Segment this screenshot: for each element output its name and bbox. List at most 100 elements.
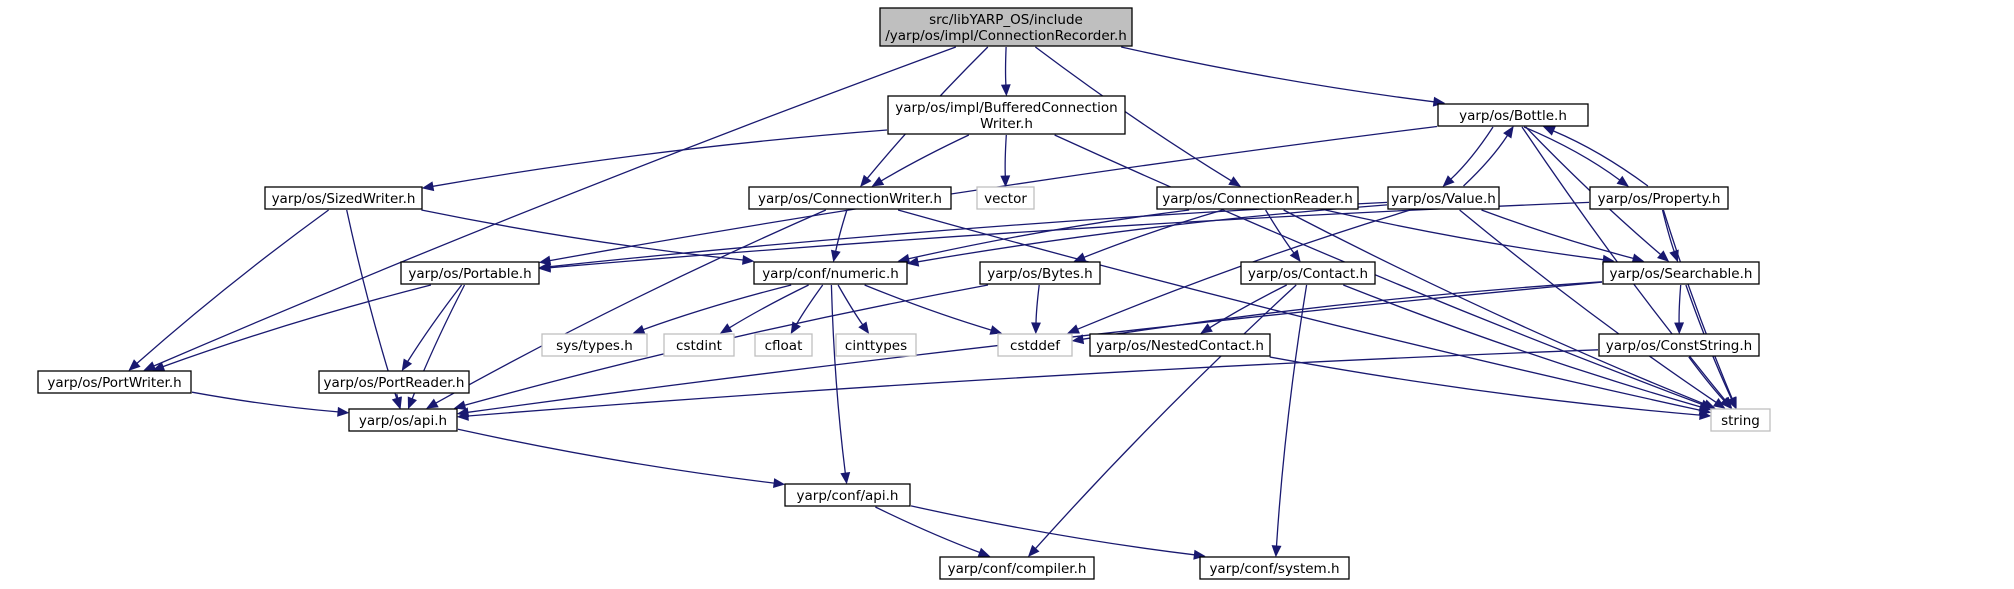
edge-portable-to-portreader xyxy=(401,284,463,372)
node-label: cfloat xyxy=(765,338,803,354)
node-numeric[interactable]: yarp/conf/numeric.h xyxy=(753,261,908,285)
node-root[interactable]: src/libYARP_OS/include/yarp/os/impl/Conn… xyxy=(879,7,1133,47)
node-string: string xyxy=(1710,408,1771,432)
node-vector: vector xyxy=(976,186,1035,210)
node-label: yarp/os/Bytes.h xyxy=(987,266,1093,282)
node-label: yarp/os/api.h xyxy=(359,413,447,429)
edge-searchable-to-conststring xyxy=(1674,284,1685,335)
node-connreader[interactable]: yarp/os/ConnectionReader.h xyxy=(1156,186,1359,210)
edge-connreader-to-string xyxy=(1283,209,1716,409)
node-label: yarp/os/PortWriter.h xyxy=(47,375,181,391)
edge-contact-to-nested xyxy=(1200,284,1287,334)
edge-bottle-to-property xyxy=(1523,126,1629,187)
node-label: cstddef xyxy=(1010,338,1061,354)
node-label: yarp/os/ConstString.h xyxy=(1606,338,1752,354)
edge-value-to-string xyxy=(1459,209,1726,409)
edge-contact-to-string xyxy=(1343,284,1712,412)
edge-property-to-bottle xyxy=(1542,126,1649,187)
node-sizedwriter[interactable]: yarp/os/SizedWriter.h xyxy=(264,186,423,210)
node-label: Writer.h xyxy=(980,116,1033,132)
edges-layer xyxy=(128,46,1737,560)
edge-portwriter-to-osapi xyxy=(191,391,350,417)
node-label: sys/types.h xyxy=(556,338,633,354)
node-portreader[interactable]: yarp/os/PortReader.h xyxy=(318,370,470,394)
node-box xyxy=(1199,556,1350,580)
node-portwriter[interactable]: yarp/os/PortWriter.h xyxy=(37,370,192,394)
node-box xyxy=(753,261,908,285)
node-label: cinttypes xyxy=(845,338,907,354)
node-box xyxy=(37,370,192,394)
node-label: yarp/os/Bottle.h xyxy=(1459,108,1567,124)
node-connwriter[interactable]: yarp/os/ConnectionWriter.h xyxy=(748,186,952,210)
node-label: yarp/os/impl/BufferedConnection xyxy=(895,100,1117,116)
edge-root-to-bottle xyxy=(1121,46,1446,107)
node-label: yarp/os/Contact.h xyxy=(1248,266,1368,282)
edge-conststring-to-osapi xyxy=(456,349,1599,421)
edge-buffered-to-connwriter xyxy=(871,134,970,187)
node-box xyxy=(1589,186,1729,210)
node-portable[interactable]: yarp/os/Portable.h xyxy=(400,261,540,285)
edge-connreader-to-bytes xyxy=(1073,209,1223,262)
node-contact[interactable]: yarp/os/Contact.h xyxy=(1240,261,1376,285)
node-box xyxy=(754,333,813,357)
edge-numeric-to-systypes xyxy=(632,284,792,335)
edge-osapi-to-confapi xyxy=(457,428,786,488)
node-label: yarp/os/Value.h xyxy=(1391,191,1496,207)
edge-root-to-connreader xyxy=(1035,46,1242,187)
edge-buffered-to-sizedwriter xyxy=(421,129,888,192)
node-label: yarp/os/Searchable.h xyxy=(1610,266,1753,282)
node-box xyxy=(887,95,1126,135)
edge-numeric-to-cstdint xyxy=(719,284,809,334)
node-cinttypes: cinttypes xyxy=(835,333,917,357)
node-osapi[interactable]: yarp/os/api.h xyxy=(348,408,458,432)
node-box xyxy=(1089,333,1271,357)
node-box xyxy=(1598,333,1760,357)
node-nested[interactable]: yarp/os/NestedContact.h xyxy=(1089,333,1271,357)
node-box xyxy=(1437,103,1589,127)
edge-numeric-to-cinttypes xyxy=(837,284,870,335)
edge-root-to-portwriter xyxy=(143,46,957,371)
edge-numeric-to-cfloat xyxy=(790,284,824,335)
node-box xyxy=(1387,186,1500,210)
node-label: yarp/os/Property.h xyxy=(1598,191,1721,207)
node-bytes[interactable]: yarp/os/Bytes.h xyxy=(979,261,1101,285)
edge-contact-to-system xyxy=(1271,284,1308,558)
node-box xyxy=(1240,261,1376,285)
edge-root-to-buffered xyxy=(1000,46,1011,97)
edge-portable-to-portwriter xyxy=(152,284,432,372)
edge-connreader-to-numeric xyxy=(897,209,1190,264)
node-box xyxy=(976,186,1035,210)
edge-numeric-to-cstddef xyxy=(864,284,1003,335)
node-conststring[interactable]: yarp/os/ConstString.h xyxy=(1598,333,1760,357)
node-box xyxy=(400,261,540,285)
edge-searchable-to-cstddef xyxy=(1071,281,1603,345)
node-box xyxy=(663,333,735,357)
node-label: yarp/os/ConnectionWriter.h xyxy=(758,191,942,207)
nodes-layer: src/libYARP_OS/include/yarp/os/impl/Conn… xyxy=(37,7,1771,580)
node-system[interactable]: yarp/conf/system.h xyxy=(1199,556,1350,580)
edge-connreader-to-contact xyxy=(1265,209,1301,263)
node-label: yarp/os/Portable.h xyxy=(408,266,531,282)
node-value[interactable]: yarp/os/Value.h xyxy=(1387,186,1500,210)
node-label: yarp/conf/api.h xyxy=(797,488,899,504)
node-systypes: sys/types.h xyxy=(541,333,648,357)
edge-conststring-to-string xyxy=(1688,356,1732,409)
node-label: src/libYARP_OS/include xyxy=(929,12,1083,28)
edge-sizedwriter-to-numeric xyxy=(421,209,755,265)
edge-confapi-to-compiler xyxy=(875,506,991,557)
node-cfloat: cfloat xyxy=(754,333,813,357)
edge-confapi-to-system xyxy=(910,505,1206,560)
node-box xyxy=(784,483,911,507)
node-bottle[interactable]: yarp/os/Bottle.h xyxy=(1437,103,1589,127)
node-label: yarp/os/PortReader.h xyxy=(324,375,465,391)
node-box xyxy=(939,556,1095,580)
node-label: /yarp/os/impl/ConnectionRecorder.h xyxy=(885,28,1127,44)
node-property[interactable]: yarp/os/Property.h xyxy=(1589,186,1729,210)
node-label: yarp/conf/numeric.h xyxy=(762,266,899,282)
node-label: string xyxy=(1721,413,1760,429)
node-confapi[interactable]: yarp/conf/api.h xyxy=(784,483,911,507)
node-compiler[interactable]: yarp/conf/compiler.h xyxy=(939,556,1095,580)
node-searchable[interactable]: yarp/os/Searchable.h xyxy=(1602,261,1760,285)
